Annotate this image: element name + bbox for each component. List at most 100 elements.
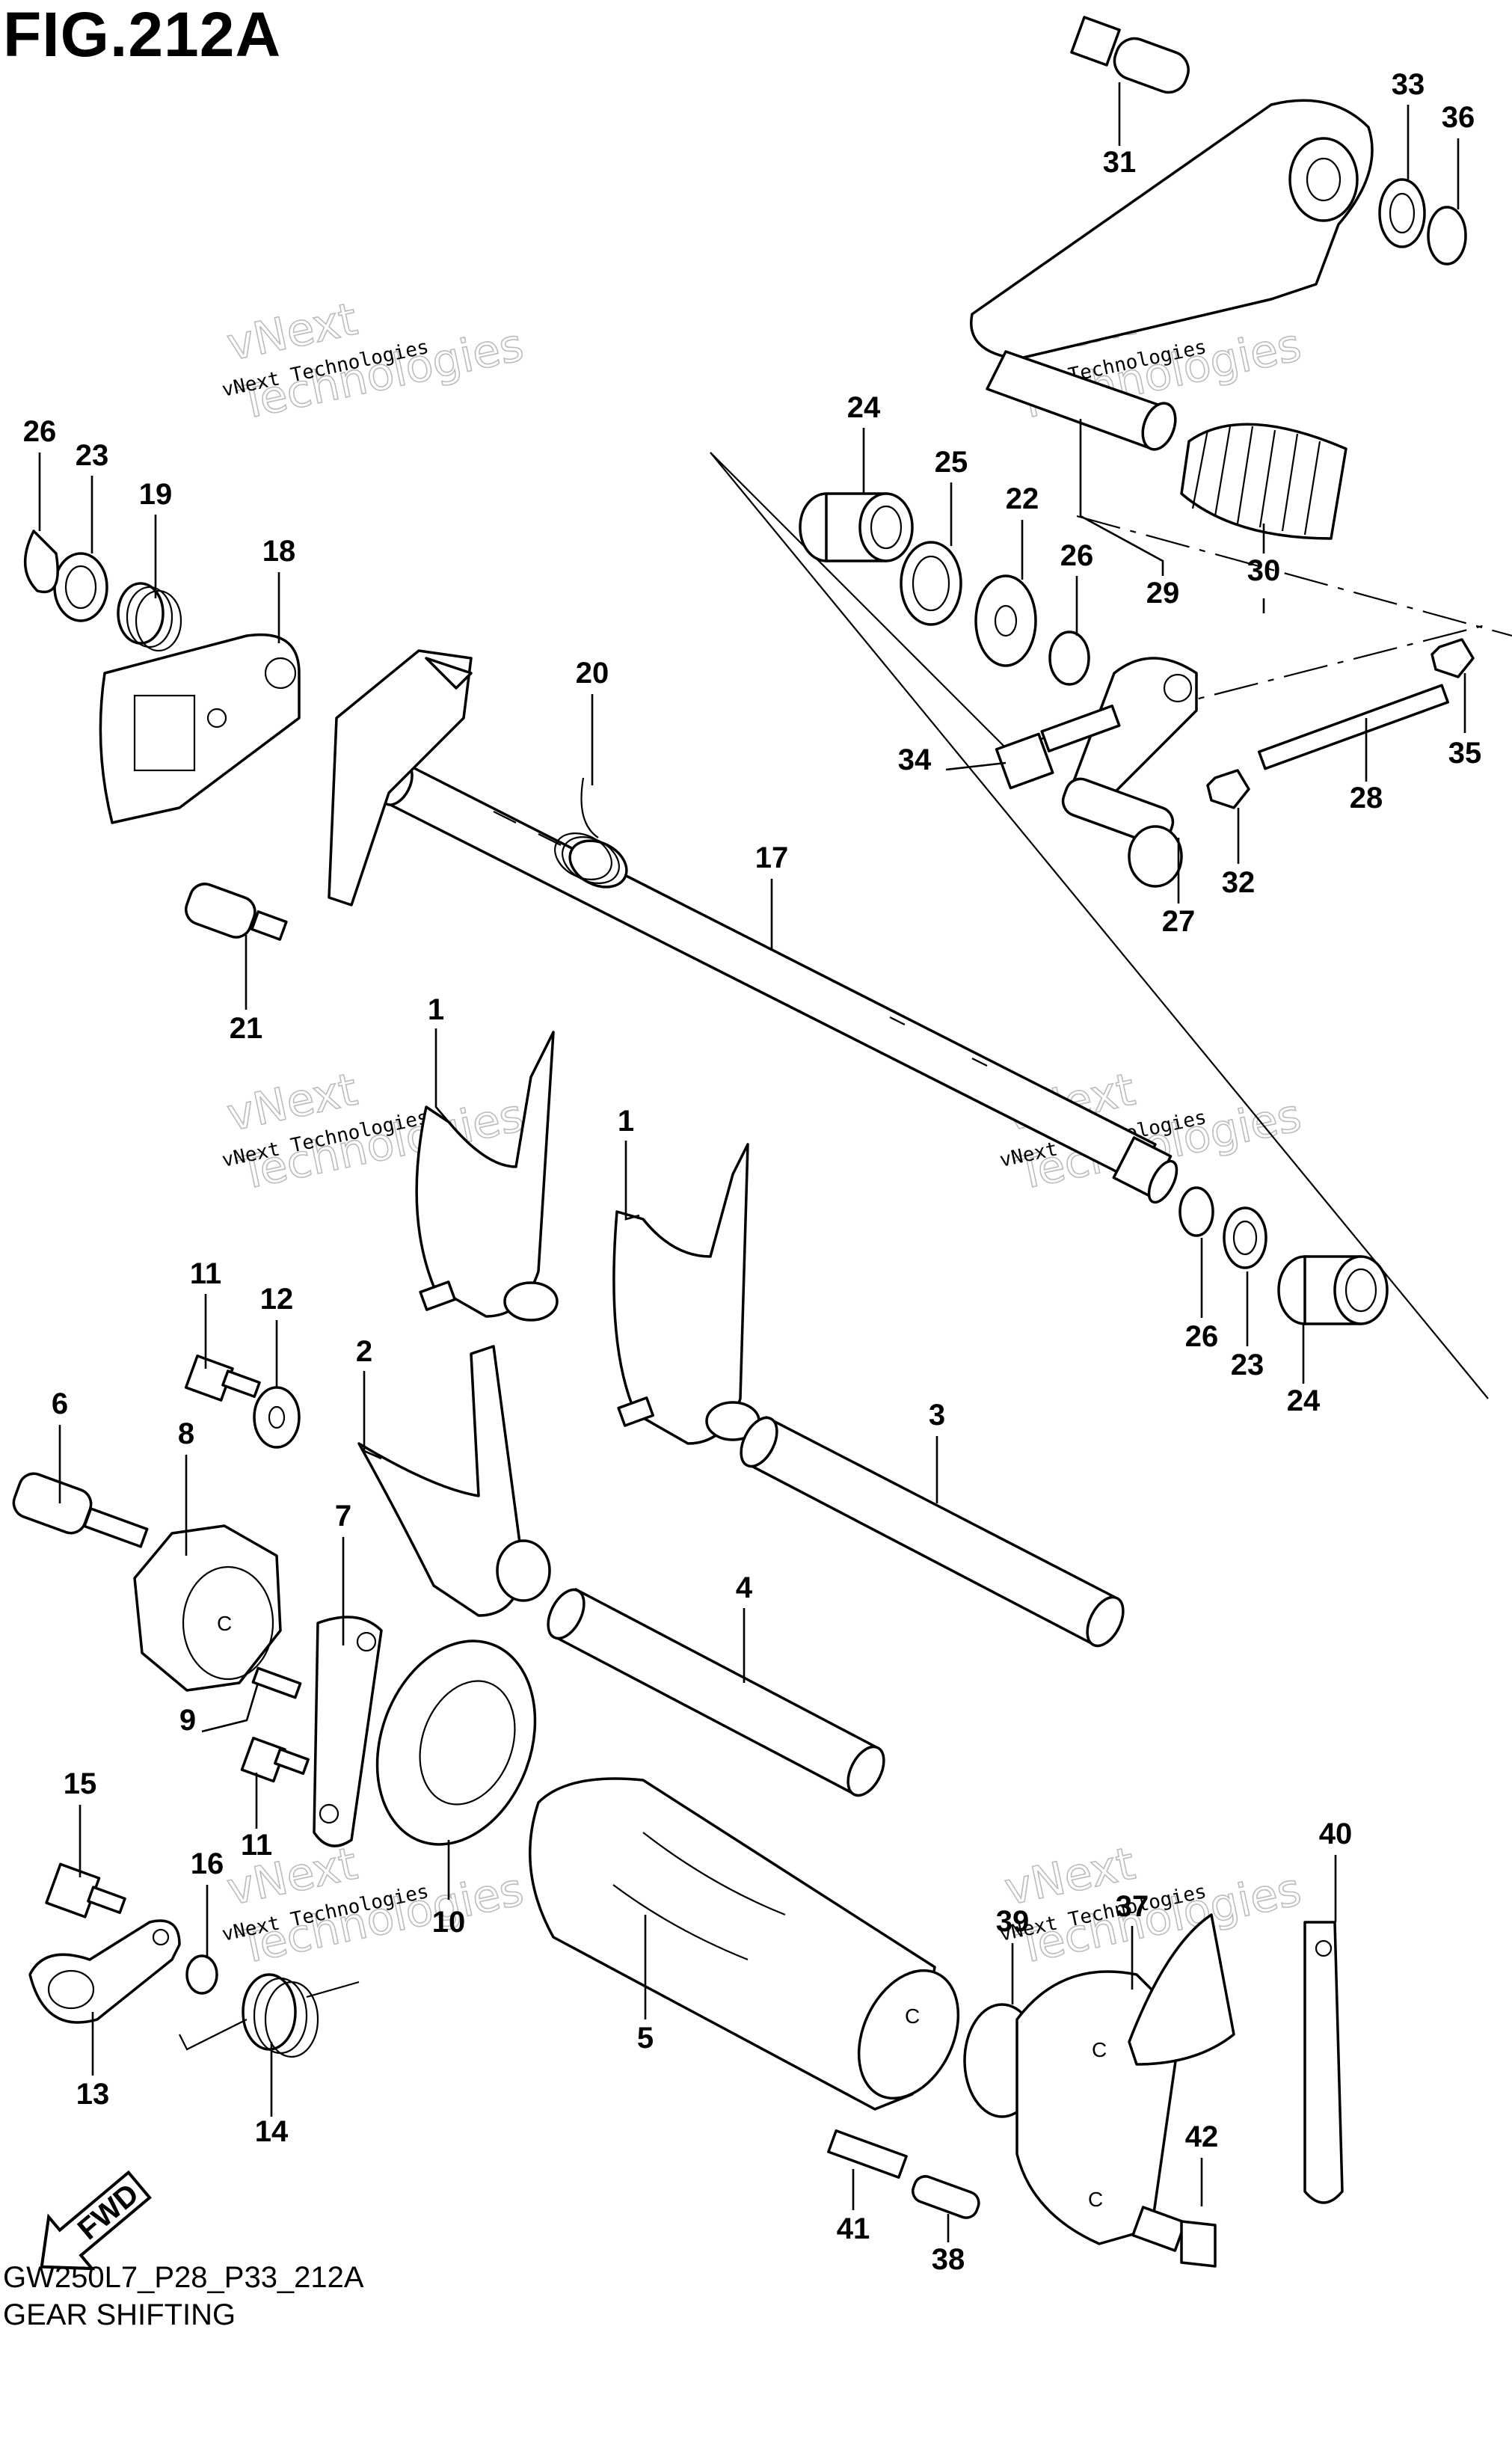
callout-c21: 21 (230, 1012, 263, 1045)
bolt-42 (1131, 2206, 1217, 2268)
cam-stopper-arm (28, 1919, 181, 2024)
gearshift-cam: C (529, 1777, 960, 2111)
callout-c16: 16 (191, 1847, 224, 1880)
callout-c35: 35 (1448, 737, 1482, 770)
callout-c42: 42 (1185, 2120, 1219, 2153)
bolt-11-upper (184, 1355, 261, 1402)
washer-12 (253, 1386, 301, 1449)
callout-c2: 2 (356, 1335, 372, 1368)
return-spring (554, 777, 628, 889)
callout-c13: 13 (76, 2078, 110, 2111)
callout-c39: 39 (996, 1905, 1030, 1938)
callout-c23b: 23 (1231, 1349, 1264, 1381)
callout-labels: 1123456789101111121314151617181920212223… (23, 68, 1482, 2276)
washer-left (53, 552, 108, 622)
callout-c38: 38 (932, 2243, 965, 2276)
callout-c36: 36 (1442, 101, 1475, 134)
svg-text:C: C (1092, 2038, 1107, 2061)
circlip-left (24, 530, 59, 594)
figure-caption: GW250L7_P28_P33_212A GEAR SHIFTING (3, 2259, 364, 2334)
callout-c25: 25 (935, 446, 968, 479)
fork-shaft-4 (547, 1588, 885, 1797)
callout-c27: 27 (1162, 905, 1196, 938)
callout-c24b: 24 (1287, 1384, 1321, 1417)
callout-c8: 8 (178, 1417, 194, 1450)
shift-pedal-rubber (1180, 423, 1347, 540)
callout-c15: 15 (64, 1767, 97, 1800)
stopper-spring (179, 1973, 360, 2058)
callout-c11b: 11 (241, 1829, 272, 1862)
callout-c37: 37 (1116, 1890, 1149, 1923)
callout-c28: 28 (1350, 782, 1383, 815)
callout-c30: 30 (1247, 554, 1281, 587)
callout-c26c: 26 (1185, 1320, 1219, 1353)
callout-c40: 40 (1319, 1817, 1353, 1850)
callout-c7: 7 (335, 1500, 351, 1533)
shift-fork-upper (415, 1031, 559, 1322)
spring-41 (827, 2129, 908, 2179)
svg-text:C: C (217, 1612, 232, 1635)
washer-22 (974, 574, 1037, 667)
stopper-bolt-15 (45, 1862, 126, 1918)
callout-c12: 12 (260, 1283, 294, 1316)
circlip-lower (1178, 1186, 1214, 1237)
callout-c20: 20 (576, 657, 609, 690)
clamp-40 (1303, 1921, 1344, 2204)
callout-c32: 32 (1222, 866, 1256, 899)
nut-35 (1430, 638, 1475, 678)
callout-c33: 33 (1392, 68, 1425, 101)
washer-33 (1378, 178, 1426, 248)
svg-text:C: C (905, 2004, 920, 2028)
callout-c41: 41 (837, 2212, 870, 2245)
callout-c6: 6 (52, 1387, 68, 1420)
gearshift-cam-driven-gear: C (133, 1524, 282, 1692)
bolt-11-lower (240, 1737, 310, 1783)
callout-c31: 31 (1103, 146, 1137, 179)
pivot-bolt (1070, 16, 1190, 94)
fork-shaft-3 (740, 1416, 1125, 1648)
callout-c17: 17 (755, 841, 789, 874)
gearshift-link (1061, 657, 1198, 888)
callout-c22: 22 (1006, 482, 1039, 515)
contact-38 (912, 2175, 980, 2219)
callout-c1a: 1 (428, 993, 444, 1026)
callout-c1b: 1 (618, 1105, 634, 1138)
callout-c23a: 23 (76, 439, 109, 472)
washer-16 (185, 1954, 218, 1995)
ball-bearing (375, 1639, 537, 1846)
callout-c26a: 26 (23, 415, 57, 448)
shaft-spring-small (117, 582, 182, 652)
washer-lower (1223, 1206, 1267, 1269)
callout-c4: 4 (736, 1571, 753, 1604)
circlip-36 (1427, 206, 1467, 266)
shift-fork-lower (357, 1345, 551, 1617)
figure-name: GEAR SHIFTING (3, 2298, 236, 2331)
figure-title: FIG.212A (3, 0, 282, 70)
oil-seal (900, 541, 962, 626)
leader-lines (38, 82, 1466, 2242)
needle-bearing-lower (1277, 1255, 1389, 1325)
cam-stopper-plate (313, 1616, 383, 1847)
needle-bearing-upper (799, 492, 914, 562)
gearshift-lever (970, 99, 1374, 451)
callout-c3: 3 (929, 1399, 945, 1432)
callout-c11a: 11 (190, 1257, 221, 1290)
callout-c19: 19 (139, 478, 173, 511)
callout-c24a: 24 (847, 391, 881, 424)
callout-c9: 9 (179, 1704, 196, 1737)
shaft-arm (328, 649, 473, 907)
callout-c34: 34 (898, 743, 932, 776)
circlip-upper (1048, 631, 1090, 686)
figure-code: GW250L7_P28_P33_212A (3, 2261, 364, 2294)
shift-fork-middle (612, 1143, 760, 1445)
callout-c29: 29 (1146, 577, 1180, 610)
callout-c18: 18 (262, 535, 296, 568)
link-bolt-34 (995, 704, 1121, 790)
bolt-21 (185, 883, 288, 941)
nut-32 (1206, 769, 1250, 809)
assembly-frame (710, 452, 1512, 1399)
callout-c10: 10 (432, 1906, 466, 1939)
callout-c5: 5 (637, 2022, 654, 2055)
callout-c14: 14 (255, 2115, 289, 2148)
